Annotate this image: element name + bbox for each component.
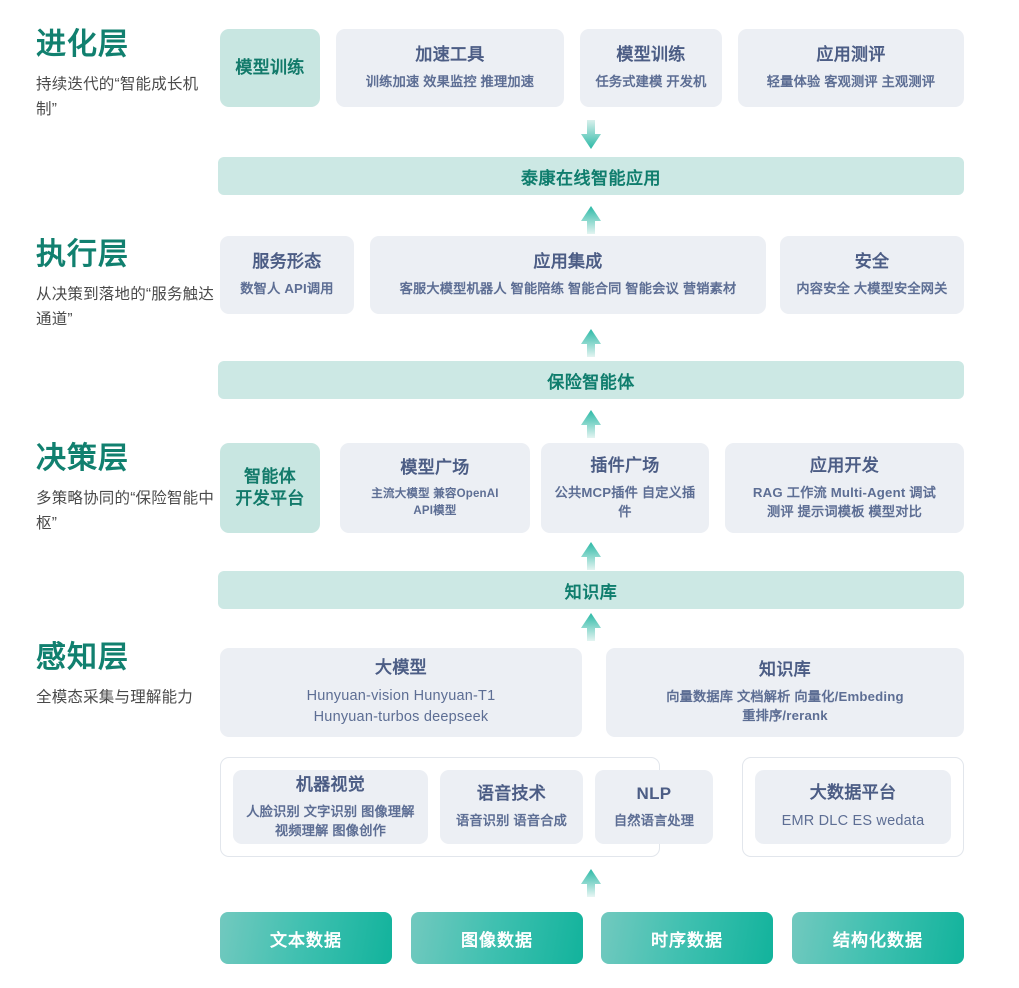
card-title: 机器视觉 [295,774,366,794]
chip-image-data[interactable]: 图像数据 [411,912,583,964]
layer-label-evolution: 进化层 持续迭代的“智能成长机制” [36,28,216,123]
card-subtitle: 轻量体验 客观测评 主观测评 [766,74,936,90]
card-decision-app-development[interactable]: 应用开发 RAG 工作流 Multi-Agent 调试 测评 提示词模板 模型对… [725,443,964,533]
card-execution-service-form[interactable]: 服务形态 数智人 API调用 [220,236,354,314]
layer-title: 决策层 [36,442,129,475]
card-title: 模型训练 [235,57,305,77]
arrow-up-icon [578,205,604,235]
card-subtitle: 内容安全 大模型安全网关 [796,281,948,297]
card-perception-large-model[interactable]: 大模型 Hunyuan-vision Hunyuan-T1 Hunyuan-tu… [220,648,582,737]
banner-knowledge-base[interactable]: 知识库 [218,571,964,609]
card-title: 模型广场 [400,458,470,478]
card-subtitle: 训练加速 效果监控 推理加速 [365,74,535,90]
card-evolution-accel-tools[interactable]: 加速工具 训练加速 效果监控 推理加速 [336,29,564,107]
card-execution-security[interactable]: 安全 内容安全 大模型安全网关 [780,236,964,314]
arrow-up-icon [578,612,604,642]
card-title: 语音技术 [476,784,547,804]
layer-title: 进化层 [36,28,129,61]
card-subtitle: 向量数据库 文档解析 向量化/Embeding 重排序/rerank [666,689,904,724]
layer-title: 执行层 [36,238,129,271]
chip-structured-data[interactable]: 结构化数据 [792,912,964,964]
banner-label: 知识库 [564,582,618,602]
card-subtitle: 客服大模型机器人 智能陪练 智能合同 智能会议 营销素材 [399,281,737,297]
banner-label: 保险智能体 [547,372,635,392]
card-subtitle: RAG 工作流 Multi-Agent 调试 测评 提示词模板 模型对比 [752,484,937,519]
chip-label: 时序数据 [651,930,723,950]
layer-label-perception: 感知层 全模态采集与理解能力 [36,641,216,710]
card-title: 知识库 [759,660,811,680]
layer-description: 全模态采集与理解能力 [36,688,194,706]
layer-label-execution: 执行层 从决策到落地的“服务触达通道” [36,238,216,333]
banner-label: 泰康在线智能应用 [521,168,661,188]
card-evolution-model-training-platform[interactable]: 模型训练 [220,29,320,107]
card-execution-app-integration[interactable]: 应用集成 客服大模型机器人 智能陪练 智能合同 智能会议 营销素材 [370,236,766,314]
card-subtitle: 公共MCP插件 自定义插件 [554,484,696,519]
card-capability-big-data-platform[interactable]: 大数据平台 EMR DLC ES wedata [755,770,951,844]
banner-insurance-agent[interactable]: 保险智能体 [218,361,964,399]
card-title: 应用测评 [816,45,886,65]
card-capability-nlp[interactable]: NLP 自然语言处理 [595,770,713,844]
card-subtitle: 主流大模型 兼容OpenAI API模型 [371,488,499,517]
card-perception-knowledge-base[interactable]: 知识库 向量数据库 文档解析 向量化/Embeding 重排序/rerank [606,648,964,737]
card-title: 大模型 [375,658,427,678]
card-subtitle: 语音识别 语音合成 [456,813,567,829]
card-decision-plugin-plaza[interactable]: 插件广场 公共MCP插件 自定义插件 [541,443,709,533]
card-subtitle: EMR DLC ES wedata [781,813,925,830]
chip-label: 图像数据 [461,930,533,950]
layer-description: 多策略协同的“保险智能中枢” [36,489,215,533]
chip-text-data[interactable]: 文本数据 [220,912,392,964]
arrow-up-icon [578,409,604,439]
card-capability-speech[interactable]: 语音技术 语音识别 语音合成 [440,770,583,844]
chip-label: 结构化数据 [833,930,923,950]
layer-title: 感知层 [36,641,129,674]
arrow-down-icon [578,120,604,150]
card-title: 应用集成 [533,252,603,272]
card-subtitle: 自然语言处理 [613,813,695,829]
banner-taikang-online-app[interactable]: 泰康在线智能应用 [218,157,964,195]
chip-label: 文本数据 [270,930,342,950]
card-title: 智能体 开发平台 [235,466,305,508]
layer-description: 持续迭代的“智能成长机制” [36,75,199,119]
card-subtitle: 数智人 API调用 [240,281,334,297]
card-title: 模型训练 [616,45,686,65]
card-title: NLP [636,784,672,804]
card-capability-machine-vision[interactable]: 机器视觉 人脸识别 文字识别 图像理解 视频理解 图像创作 [233,770,428,844]
card-title: 大数据平台 [809,783,897,803]
card-title: 服务形态 [252,252,322,272]
card-subtitle: 人脸识别 文字识别 图像理解 视频理解 图像创作 [246,803,415,838]
card-title: 插件广场 [590,455,660,475]
card-evolution-app-evaluation[interactable]: 应用测评 轻量体验 客观测评 主观测评 [738,29,964,107]
card-subtitle: Hunyuan-vision Hunyuan-T1 Hunyuan-turbos… [306,688,496,726]
card-title: 安全 [854,252,890,272]
card-title: 加速工具 [415,45,485,65]
card-decision-agent-dev-platform[interactable]: 智能体 开发平台 [220,443,320,533]
layer-label-decision: 决策层 多策略协同的“保险智能中枢” [36,442,216,537]
layer-description: 从决策到落地的“服务触达通道” [36,285,215,329]
chip-timeseries-data[interactable]: 时序数据 [601,912,773,964]
card-subtitle: 任务式建模 开发机 [595,74,707,90]
arrow-up-icon [578,328,604,358]
arrow-up-icon [578,868,604,898]
arrow-up-icon [578,541,604,571]
card-evolution-model-training[interactable]: 模型训练 任务式建模 开发机 [580,29,722,107]
card-decision-model-plaza[interactable]: 模型广场 主流大模型 兼容OpenAI API模型 [340,443,530,533]
card-title: 应用开发 [809,455,880,475]
